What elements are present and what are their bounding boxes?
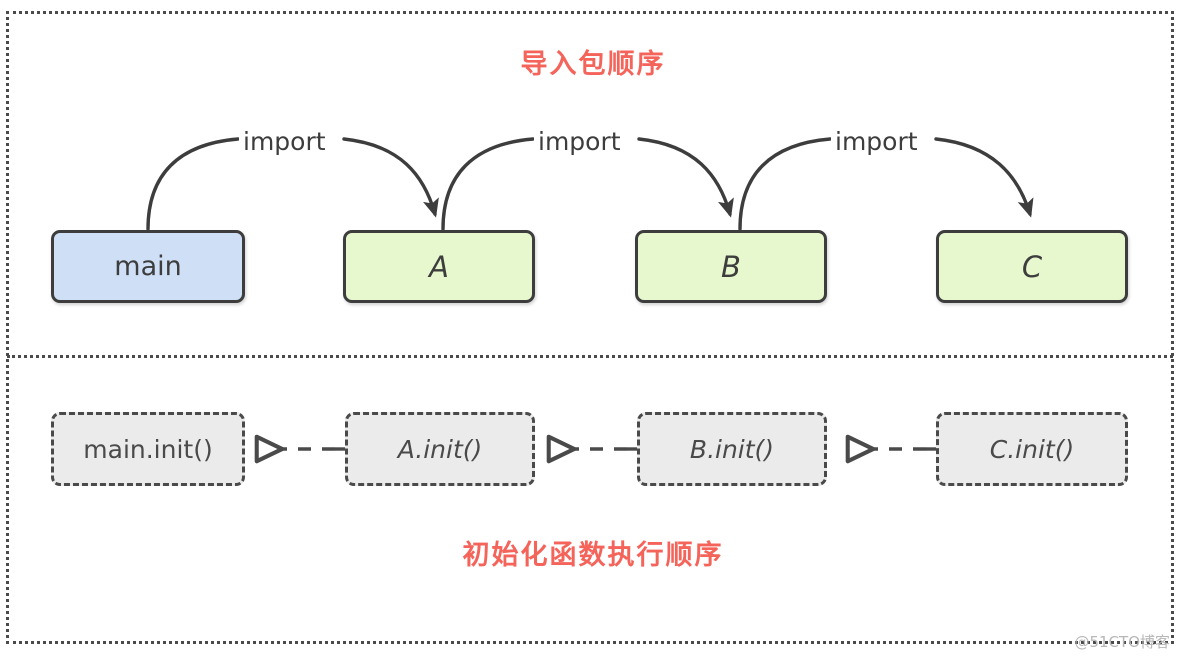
import-arrow-b-to-c: [934, 137, 1034, 218]
import-curve-main-to-a: [146, 137, 240, 231]
init-box-main[interactable]: main.init(): [51, 412, 245, 486]
import-label-main-to-a: import: [239, 127, 330, 156]
init-label-b: B.init(): [689, 434, 775, 464]
package-box-c[interactable]: C: [936, 230, 1128, 303]
init-box-a[interactable]: A.init(): [345, 412, 535, 486]
init-box-b[interactable]: B.init(): [637, 412, 827, 486]
package-label-main: main: [114, 251, 182, 282]
package-box-a[interactable]: A: [343, 230, 535, 303]
package-box-b[interactable]: B: [635, 230, 827, 303]
import-arrow-a-to-b: [637, 137, 734, 218]
init-label-main: main.init(): [83, 434, 213, 464]
import-curve-a-to-b: [441, 137, 535, 231]
top-section-caption: 导入包顺序: [520, 49, 666, 80]
package-box-main[interactable]: main: [51, 230, 245, 303]
import-arrow-main-to-a: [342, 137, 439, 218]
import-curve-b-to-c: [738, 137, 832, 231]
bottom-section-caption: 初始化函数执行顺序: [462, 540, 724, 571]
import-label-a-to-b: import: [534, 127, 625, 156]
watermark: @51CTO博客: [1074, 633, 1170, 651]
init-label-c: C.init(): [989, 434, 1075, 464]
init-box-c[interactable]: C.init(): [936, 412, 1128, 486]
import-label-b-to-c: import: [831, 127, 922, 156]
section-divider: [7, 355, 1173, 358]
package-label-c: C: [1021, 249, 1043, 284]
init-label-a: A.init(): [397, 434, 483, 464]
package-label-b: B: [721, 249, 741, 284]
package-label-a: A: [429, 249, 449, 284]
